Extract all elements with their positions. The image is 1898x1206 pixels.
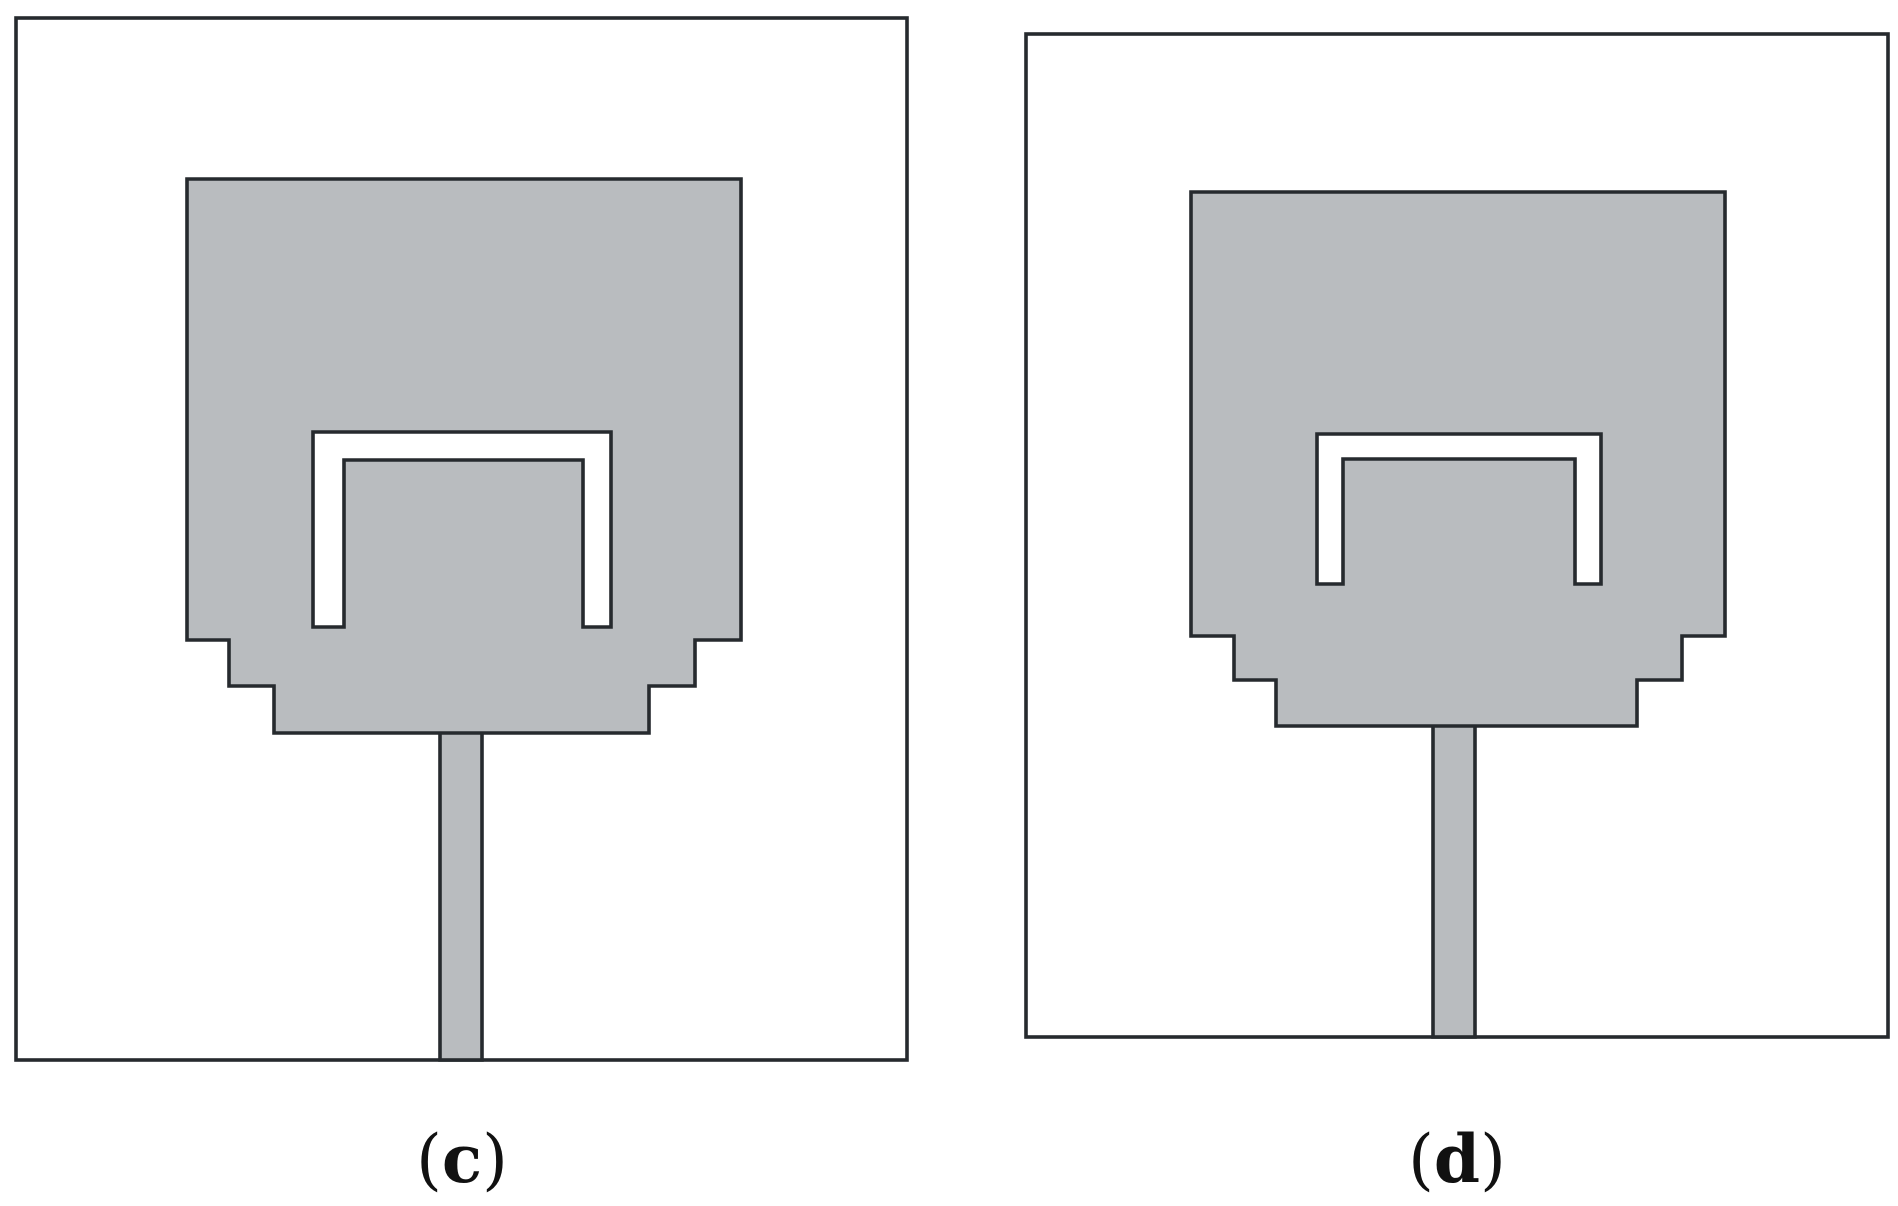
caption-c: (c)	[416, 1120, 508, 1198]
feed-line-d	[1431, 721, 1477, 1039]
feed-line-c	[438, 728, 484, 1062]
panel-c: (c)	[14, 16, 909, 1198]
u-slot-d	[1315, 432, 1603, 586]
panel-d: (d)	[1024, 32, 1890, 1198]
caption-d: (d)	[1408, 1120, 1506, 1198]
u-slot-c	[311, 430, 613, 629]
